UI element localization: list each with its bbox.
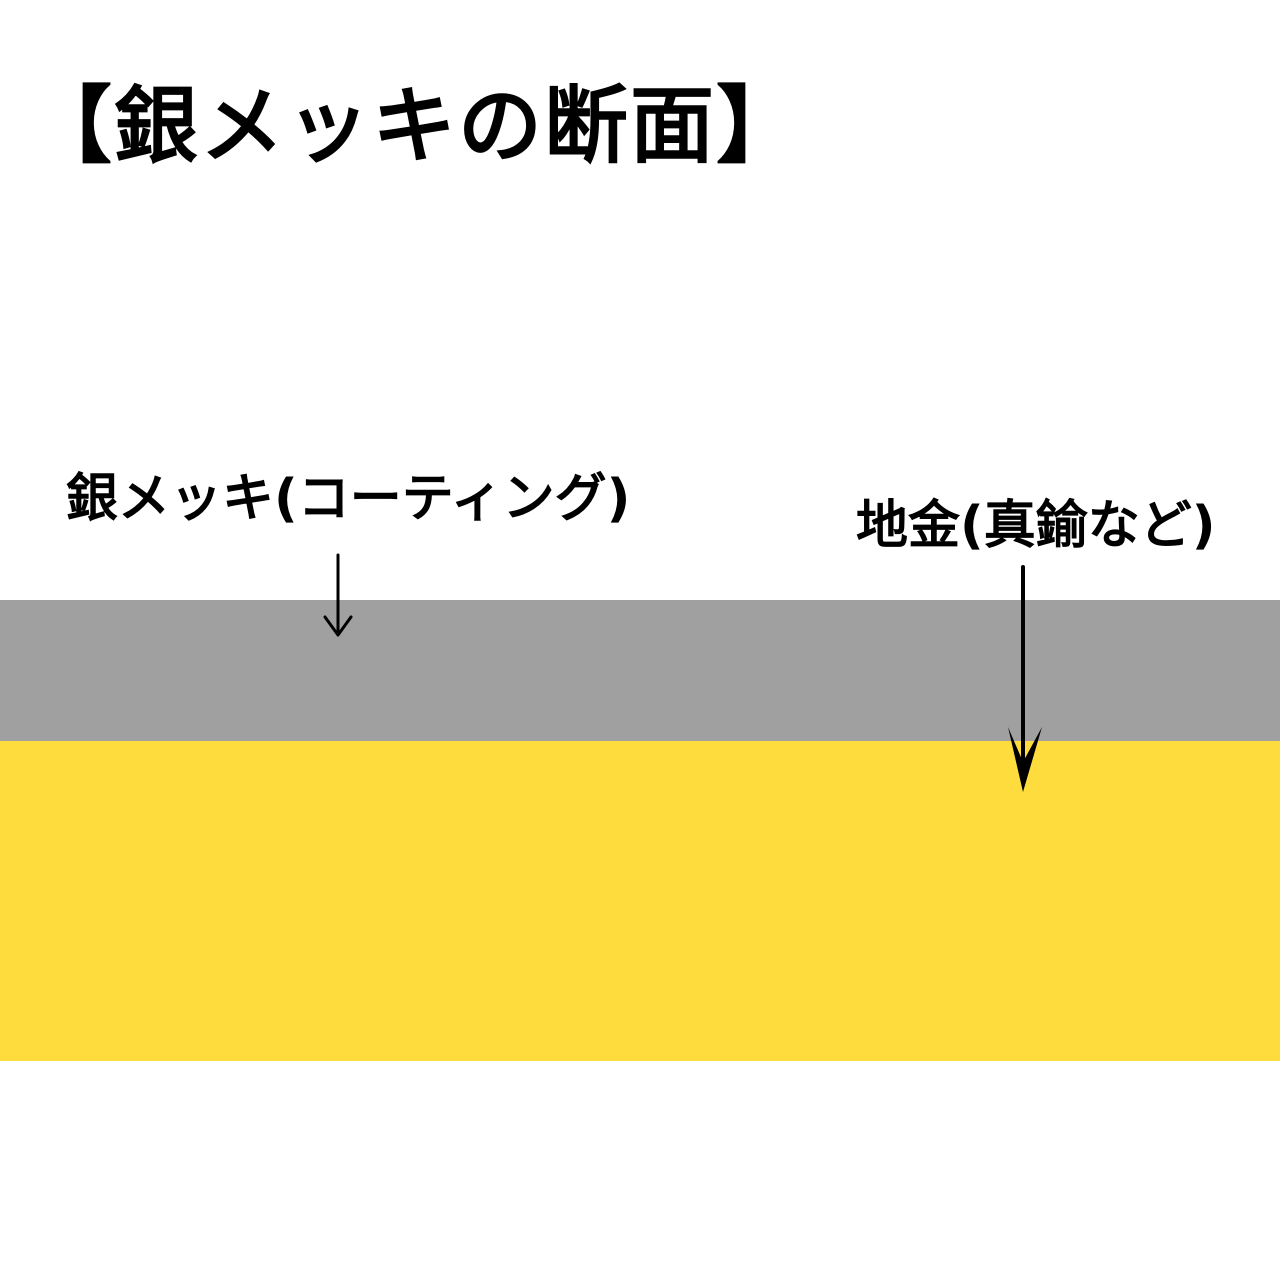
diagram-title: 【銀メッキの断面】 <box>28 77 803 175</box>
base-metal-layer <box>0 741 1280 1061</box>
base-metal-label: 地金(真鍮など) <box>856 496 1216 556</box>
silver-plating-label: 銀メッキ(コーティング) <box>66 469 631 529</box>
silver-plating-layer <box>0 600 1280 741</box>
